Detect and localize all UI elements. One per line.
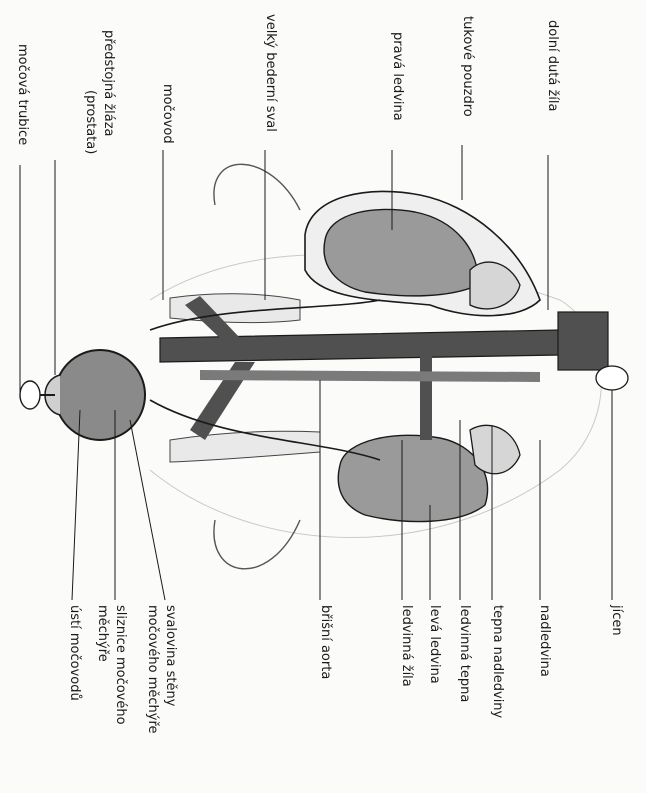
- pelvis-curve: [214, 520, 300, 569]
- label-sliznice-1: sliznice močového: [113, 605, 128, 725]
- label-mocovod: močovod: [160, 84, 175, 144]
- label-mocova-trubice: močová trubice: [15, 44, 30, 145]
- renal-vein: [420, 350, 432, 440]
- right-kidney-group: [305, 191, 540, 315]
- bladder-group: [20, 350, 145, 440]
- heart-end: [558, 312, 608, 370]
- esophagus: [596, 366, 628, 390]
- label-predstojna-zlaza: předstojná žláza: [101, 30, 116, 137]
- left-adrenal: [470, 425, 520, 473]
- diaphragm-curve: [214, 164, 300, 210]
- label-dolni-duta-zila: dolní dutá žíla: [545, 20, 560, 112]
- label-velky-bederni-sval: velký bederní sval: [263, 14, 278, 132]
- label-nadledvina: nadledvina: [537, 605, 552, 677]
- label-ledvinna-tepna: ledvinná tepna: [457, 605, 472, 702]
- label-usti-mocovodu: ústí močovodů: [67, 605, 82, 701]
- label-bridni-aorta: břišní aorta: [318, 605, 333, 679]
- aorta: [200, 370, 540, 382]
- label-ledvinna-zila: ledvinná žíla: [399, 605, 414, 687]
- label-svalovina-1: svalovina stěny: [163, 605, 178, 706]
- left-kidney: [338, 435, 487, 521]
- label-jicen: jícen: [609, 605, 624, 636]
- label-tepna-nadledviny: tepna nadledviny: [490, 605, 505, 718]
- psoas-left: [170, 431, 320, 462]
- label-prava-ledvina: pravá ledvina: [390, 32, 405, 121]
- label-svalovina-2: močového měchýře: [145, 605, 160, 734]
- label-tukove-pouzdro: tukové pouzdro: [460, 16, 475, 117]
- label-prostata: (prostata): [83, 90, 98, 154]
- label-leva-ledvina: levá ledvina: [427, 605, 442, 684]
- label-sliznice-2: měchýře: [95, 605, 110, 662]
- urethra-tip: [20, 381, 40, 409]
